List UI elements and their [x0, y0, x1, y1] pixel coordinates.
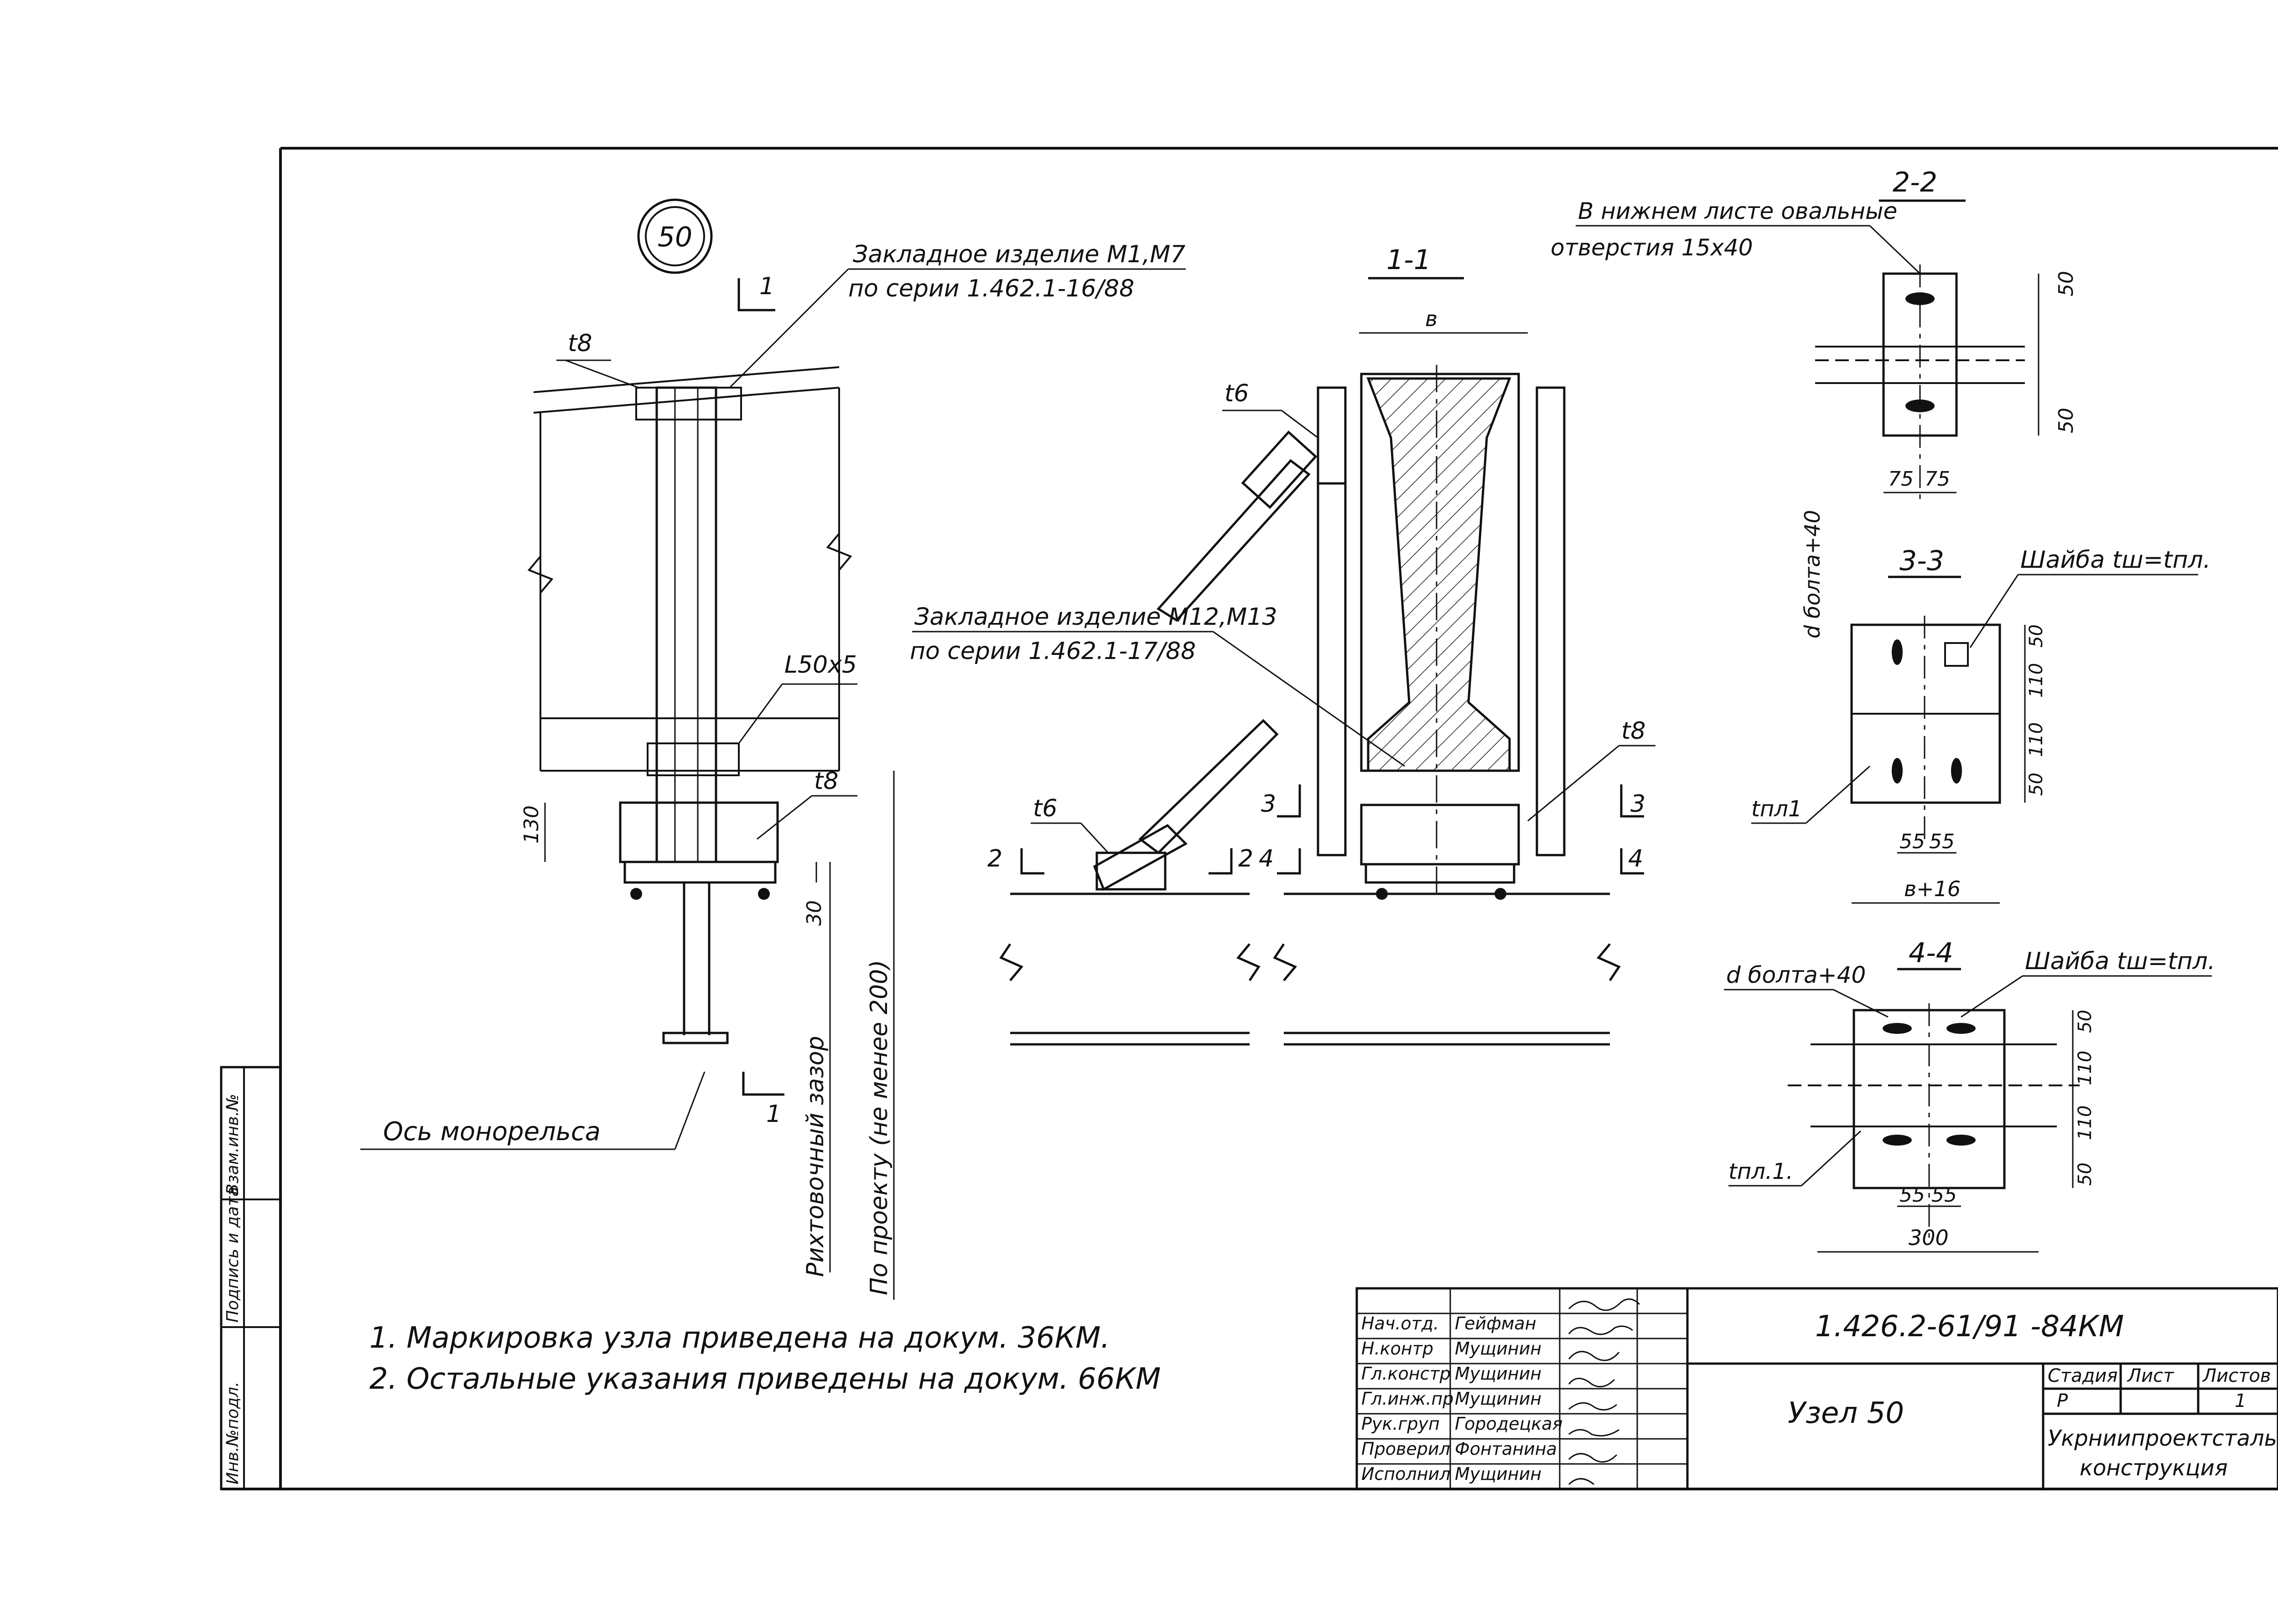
- embedded-item-mid-line1: Закладное изделие М12,М13: [914, 603, 1277, 631]
- dim-3-3-0: 50: [2026, 624, 2047, 648]
- dim-2-2-50-bottom: 50: [2055, 408, 2078, 433]
- embedded-item-top-line2: по серии 1.462.1-16/88: [848, 275, 1134, 302]
- embedded-item-mid-line2: по серии 1.462.1-17/88: [910, 638, 1196, 665]
- section-3-3: 3-3 d болта+40 Шайба tш=tпл. 50 110 110 …: [1751, 510, 2211, 904]
- dim-4-4-1: 110: [2075, 1051, 2096, 1085]
- dim-3-3-55-left: 55: [1899, 830, 1925, 853]
- cut-4-left: 4: [1259, 845, 1274, 872]
- dim-2-2-75-right: 75: [1925, 467, 1950, 491]
- side-stamp: Инв.№подл. Подпись и дата Взам.инв.№: [220, 1066, 282, 1490]
- stage-value: Р: [2057, 1391, 2068, 1411]
- bolt-label-4-4: d болта+40: [1726, 962, 1866, 988]
- dim-3-3-3: 50: [2026, 773, 2047, 796]
- sig-role-0: Нач.отд.: [1361, 1313, 1439, 1333]
- signature-scribbles: [1568, 1298, 1640, 1485]
- node-number-circle: [637, 198, 713, 274]
- label-angle: L50x5: [784, 651, 857, 679]
- dim-4-4-3: 50: [2075, 1162, 2096, 1186]
- drawing-title: Узел 50: [1788, 1396, 1904, 1430]
- sheets-header: Листов: [2202, 1365, 2271, 1386]
- embedded-item-top-line1: Закладное изделие М1,М7: [853, 241, 1185, 268]
- section-mark-top: 1: [759, 273, 774, 300]
- plate-label-4-4: tпл.1.: [1728, 1159, 1793, 1184]
- dim-b: в: [1425, 306, 1437, 331]
- cut-3-right: 3: [1630, 790, 1645, 818]
- label-t8-top: t8: [568, 330, 592, 357]
- dim-3-3-1: 110: [2026, 663, 2047, 698]
- sig-name-4: Городецкая: [1455, 1414, 1562, 1434]
- section-1-1: 1-1 в: [910, 244, 1655, 1046]
- label-t8-right: t8: [1621, 717, 1645, 745]
- vertical-note-design: По проекту (не менее 200): [866, 960, 893, 1295]
- label-t6-bottom: t6: [1033, 795, 1057, 822]
- sig-name-6: Мущинин: [1455, 1464, 1541, 1484]
- axis-label: Ось монорельса: [383, 1117, 601, 1147]
- side-stamp-signature: Подпись и дата: [223, 1187, 242, 1323]
- sheet-header: Лист: [2127, 1365, 2174, 1386]
- note-oval-line1: В нижнем листе овальные: [1578, 198, 1897, 224]
- section-2-2-title: 2-2: [1893, 166, 1937, 198]
- sig-name-1: Мущинин: [1455, 1339, 1541, 1359]
- node-number: 50: [658, 221, 692, 253]
- cut-2-left: 2: [987, 845, 1002, 872]
- dim-2-2-50-top: 50: [2055, 271, 2078, 296]
- dim-4-4-0: 50: [2075, 1010, 2096, 1033]
- cut-2-right: 2: [1238, 845, 1253, 872]
- dim-30: 30: [803, 900, 826, 926]
- section-1-1-title: 1-1: [1386, 244, 1431, 276]
- washer-label-3-3: Шайба tш=tпл.: [2020, 546, 2211, 574]
- note-oval-line2: отверстия 15х40: [1551, 234, 1753, 261]
- note-1: 1. Маркировка узла приведена на докум. 3…: [369, 1321, 1110, 1355]
- sig-name-5: Фонтанина: [1455, 1439, 1557, 1459]
- label-t8-bottom: t8: [814, 768, 838, 795]
- main-view: 50 t8: [360, 198, 1186, 1300]
- sig-name-3: Мущинин: [1455, 1389, 1541, 1409]
- bolt-label-3-3: d болта+40: [1800, 510, 1825, 638]
- dim-4-4-2: 110: [2075, 1105, 2096, 1140]
- title-block: Нач.отд. Гейфман Н.контр Мущинин Гл.конс…: [1355, 1287, 2278, 1490]
- dim-3-3-2: 110: [2026, 722, 2047, 757]
- sig-name-0: Гейфман: [1455, 1313, 1536, 1333]
- dim-4-4-width: 300: [1909, 1225, 1949, 1250]
- sig-role-6: Исполнил: [1361, 1464, 1451, 1484]
- dim-4-4-55-right: 55: [1931, 1183, 1957, 1207]
- side-stamp-vzam-inv: Взам.инв.№: [223, 1094, 242, 1195]
- note-2: 2. Остальные указания приведены на докум…: [369, 1362, 1161, 1396]
- cut-3-left: 3: [1261, 790, 1276, 818]
- sheets-value: 1: [2235, 1391, 2246, 1411]
- washer-label-4-4: Шайба tш=tпл.: [2025, 948, 2215, 975]
- section-4-4-title: 4-4: [1909, 937, 1953, 969]
- sig-role-4: Рук.груп: [1361, 1414, 1440, 1434]
- dim-3-3-width: в+16: [1904, 877, 1961, 901]
- organization-line1: Укрниипроектсталь-: [2048, 1426, 2278, 1451]
- label-t6-top: t6: [1225, 380, 1249, 407]
- sig-role-5: Проверил: [1361, 1439, 1450, 1459]
- section-mark-bottom: 1: [766, 1100, 781, 1128]
- section-2-2: 2-2 В нижнем листе овальные отверстия 15…: [1551, 166, 2078, 502]
- organization-line2: конструкция: [2080, 1455, 2228, 1481]
- sig-role-2: Гл.констр: [1361, 1364, 1451, 1384]
- cut-4-right: 4: [1628, 845, 1643, 872]
- sig-role-1: Н.контр: [1361, 1339, 1433, 1359]
- vertical-note-gap: Рихтовочный зазор: [802, 1036, 829, 1277]
- notes: 1. Маркировка узла приведена на докум. 3…: [369, 1321, 1161, 1396]
- side-stamp-inv-podl: Инв.№подл.: [223, 1382, 242, 1484]
- dim-3-3-55-right: 55: [1929, 830, 1955, 853]
- dim-130: 130: [520, 805, 543, 844]
- plate-label-3-3: tпл1: [1751, 796, 1802, 822]
- dim-2-2-75-left: 75: [1888, 467, 1914, 491]
- section-3-3-title: 3-3: [1899, 545, 1944, 577]
- dim-4-4-55-left: 55: [1899, 1183, 1925, 1207]
- section-4-4: 4-4 d болта+40 Шайба tш=tпл. 50 110 110 …: [1724, 937, 2215, 1253]
- doc-code: 1.426.2-61/91 -84КМ: [1815, 1310, 2124, 1344]
- sig-name-2: Мущинин: [1455, 1364, 1541, 1384]
- stage-header: Стадия: [2048, 1365, 2117, 1386]
- sig-role-3: Гл.инж.пр: [1361, 1389, 1453, 1409]
